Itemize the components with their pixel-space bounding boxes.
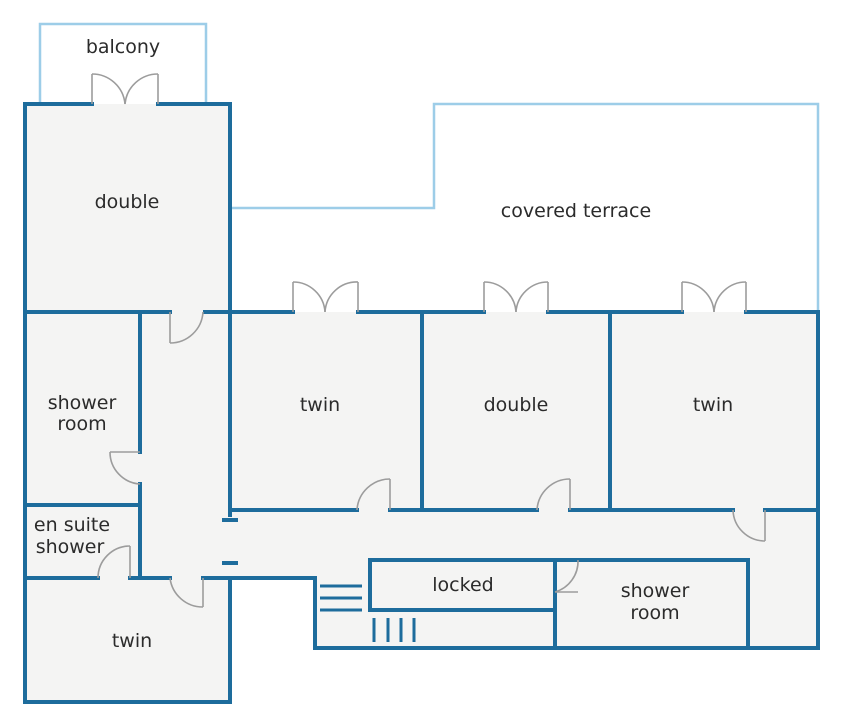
label-double-top: double (95, 191, 160, 213)
terrace-double-door-1 (292, 281, 359, 313)
label-shower-room-right-line1: shower (621, 580, 690, 602)
twin-bottom-door (169, 577, 204, 608)
outdoor-outlines (38, 22, 820, 312)
wall-corridor-stubs (222, 518, 238, 565)
wall-shower-room-right (553, 558, 750, 650)
stairs (320, 584, 416, 642)
balcony-outline (38, 22, 208, 104)
label-twin-2: twin (693, 394, 733, 416)
terrace-outline (230, 102, 820, 312)
double-mid-door (536, 478, 571, 511)
label-shower-room-right-line2: room (630, 602, 679, 624)
terrace-double-door-2 (483, 281, 549, 313)
room-labels: balcony double covered terrace shower ro… (34, 36, 733, 652)
stair-lines-horizontal (320, 584, 362, 612)
shower-room-left-door (109, 451, 141, 485)
floor-corridor (230, 510, 818, 578)
wall-top-left (23, 102, 232, 314)
balcony-double-door (91, 73, 159, 105)
wall-left-outer (23, 102, 232, 704)
en-suite-door (97, 545, 131, 579)
doors (91, 73, 766, 608)
label-shower-room-left-line2: room (57, 413, 106, 435)
label-twin-1: twin (300, 394, 340, 416)
label-twin-bottom: twin (112, 630, 152, 652)
twin-1-door (356, 478, 391, 511)
double-room-door (169, 311, 204, 344)
walls (23, 102, 820, 704)
label-locked: locked (432, 574, 493, 596)
label-covered-terrace: covered terrace (501, 200, 651, 222)
floor-left-wing (25, 104, 230, 702)
label-en-suite-line1: en suite (34, 514, 110, 536)
twin-2-door (732, 509, 766, 542)
floor-room-row (230, 312, 818, 510)
shower-room-right-door (554, 559, 579, 593)
label-en-suite-line2: shower (36, 536, 105, 558)
label-balcony: balcony (86, 36, 160, 58)
floor-lower-block (315, 578, 818, 648)
label-shower-room-left-line1: shower (48, 392, 117, 414)
label-double-mid: double (484, 394, 549, 416)
stair-lines-vertical (372, 618, 416, 642)
terrace-double-door-3 (681, 281, 747, 313)
wall-room-partitions (420, 310, 612, 512)
floor-areas (25, 104, 818, 702)
